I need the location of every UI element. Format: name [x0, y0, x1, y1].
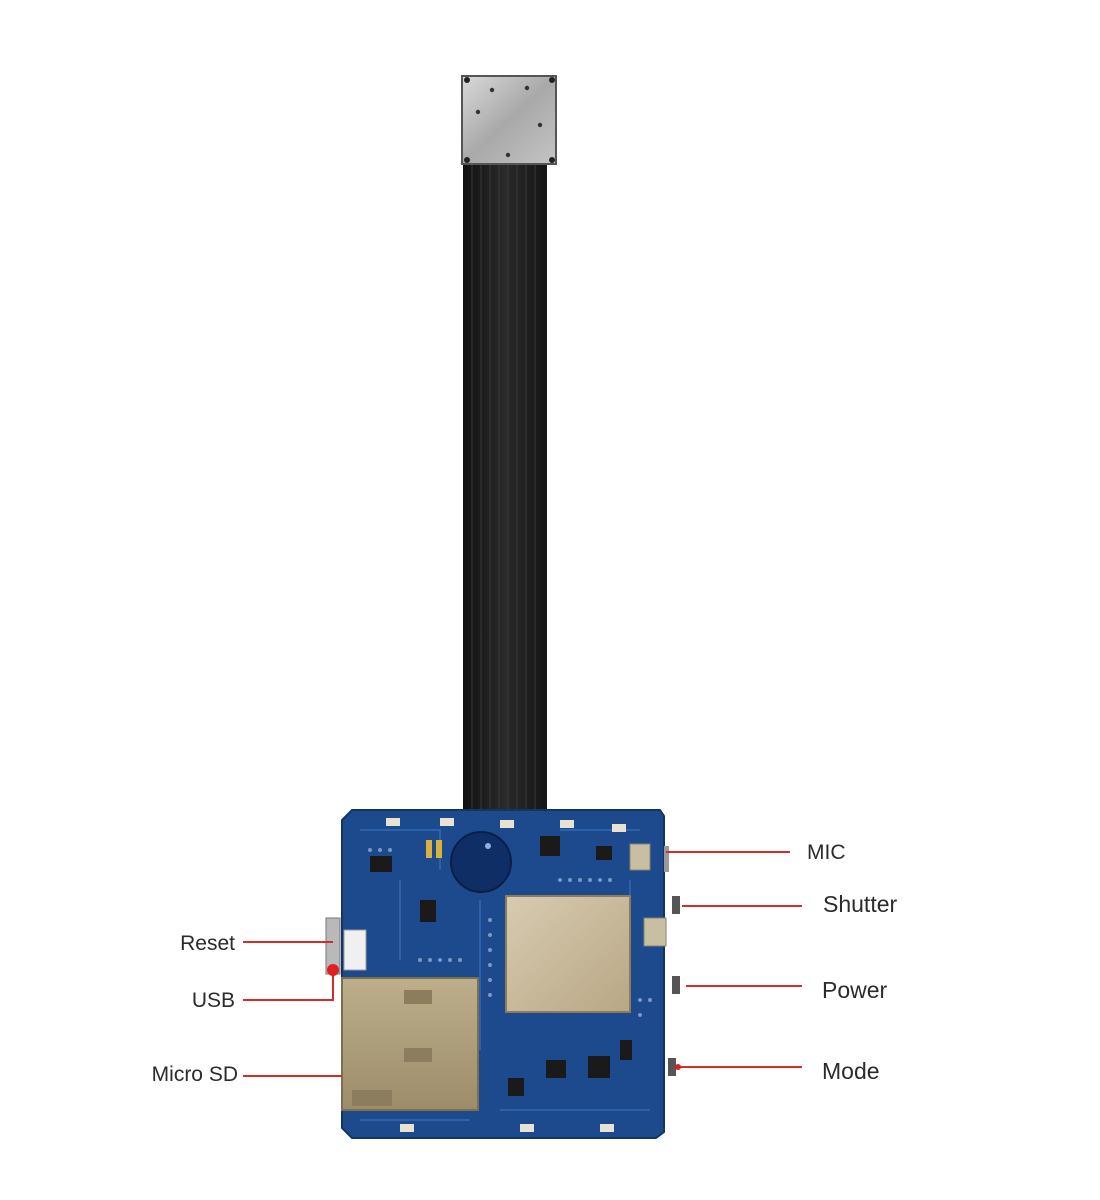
ribbon-cable — [463, 160, 547, 816]
usb-callout-dot — [327, 964, 339, 976]
callout-line-usb — [243, 970, 334, 1001]
label-usb: USB — [191, 989, 235, 1012]
label-micro-sd: Micro SD — [151, 1063, 238, 1086]
label-reset: Reset — [180, 932, 235, 955]
label-power: Power — [822, 977, 888, 1003]
label-shutter: Shutter — [823, 891, 898, 917]
camera-sensor — [461, 75, 557, 165]
mode-callout-dot — [675, 1064, 681, 1070]
label-mode: Mode — [822, 1058, 880, 1084]
label-mic: MIC — [807, 841, 846, 864]
pcb-board — [325, 809, 680, 1139]
callout-lines — [243, 851, 802, 1077]
